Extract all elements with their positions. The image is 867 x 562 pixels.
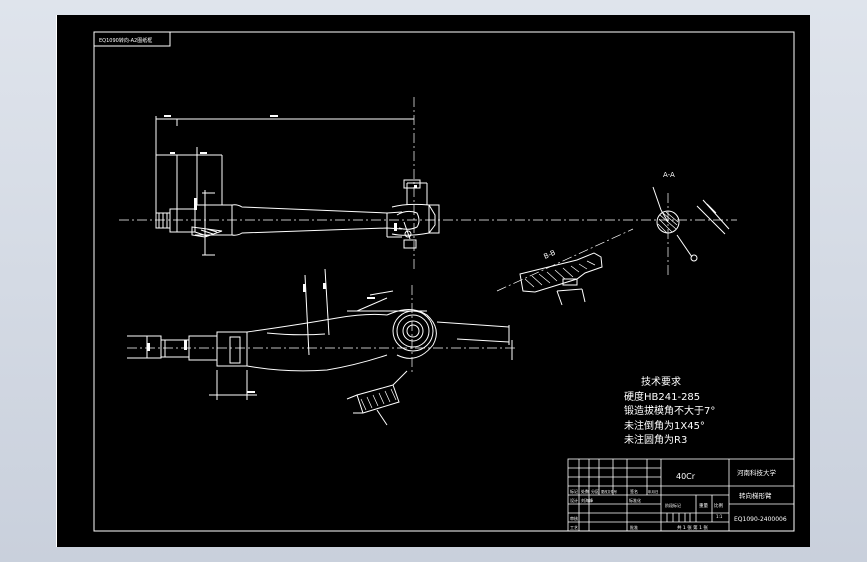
inner-border xyxy=(93,31,795,532)
approve-label: 批准 xyxy=(630,524,638,530)
section-bb-label: B-B xyxy=(543,249,557,261)
header-zone: 分区 xyxy=(591,488,599,494)
tech-heading: 技术要求 xyxy=(641,377,681,388)
code-stamp-text: EQ1090转向-A2图纸框 xyxy=(99,37,152,44)
top-view-dimension-marks xyxy=(164,115,417,231)
scale-label: 比例 xyxy=(714,502,723,509)
header-sign: 签名 xyxy=(630,488,638,494)
drawing-number: EQ1090-2400006 xyxy=(734,516,787,523)
centerlines xyxy=(119,97,737,375)
row-label-review: 审核 xyxy=(570,515,578,521)
drawing-canvas: EQ1090转向-A2图纸框 xyxy=(93,31,795,532)
part-name: 转向梯形臂 xyxy=(739,491,772,500)
section-aa xyxy=(652,186,730,262)
title-block-text: 40Cr 河南科技大学 转向梯形臂 EQ1090-2400006 共 1 张 第… xyxy=(570,468,787,531)
row-label-design: 设计 xyxy=(570,497,578,503)
drawing-sheet: EQ1090转向-A2图纸框 xyxy=(56,15,810,547)
top-view-arm xyxy=(155,116,440,256)
school-name: 河南科技大学 xyxy=(737,468,777,477)
standard-label: 标准化 xyxy=(629,497,641,503)
designer-name: 刘海峰 xyxy=(581,497,593,503)
code-stamp-box xyxy=(93,31,171,47)
front-view-dimension-marks xyxy=(147,283,375,393)
technical-requirements: 技术要求 硬度HB241-285 锻造拔模角不大于7° 未注倒角为1X45° 未… xyxy=(624,376,715,449)
title-block xyxy=(567,458,795,532)
header-change-doc: 更改文件号 xyxy=(601,489,617,494)
flange-section xyxy=(346,370,408,426)
stage-label: 阶段标记 xyxy=(665,502,681,508)
tech-item-fillet: 未注圆角为R3 xyxy=(624,435,688,446)
header-mark: 标记 xyxy=(570,488,578,494)
tech-item-chamfer: 未注倒角为1X45° xyxy=(624,420,705,432)
section-bb xyxy=(519,252,603,306)
tech-item-hardness: 硬度HB241-285 xyxy=(624,391,701,403)
row-label-process: 工艺 xyxy=(570,525,578,530)
material-value: 40Cr xyxy=(676,472,696,481)
header-count: 处数 xyxy=(581,488,589,494)
header-date: 年月日 xyxy=(648,489,659,494)
weight-label: 重量 xyxy=(699,502,708,509)
section-aa-label: A-A xyxy=(663,171,675,179)
scale-value: 1:1 xyxy=(716,514,723,519)
sheet-info: 共 1 张 第 1 张 xyxy=(677,524,708,531)
tech-item-draft-angle: 锻造拔模角不大于7° xyxy=(624,406,716,417)
front-view-arm xyxy=(127,268,513,400)
